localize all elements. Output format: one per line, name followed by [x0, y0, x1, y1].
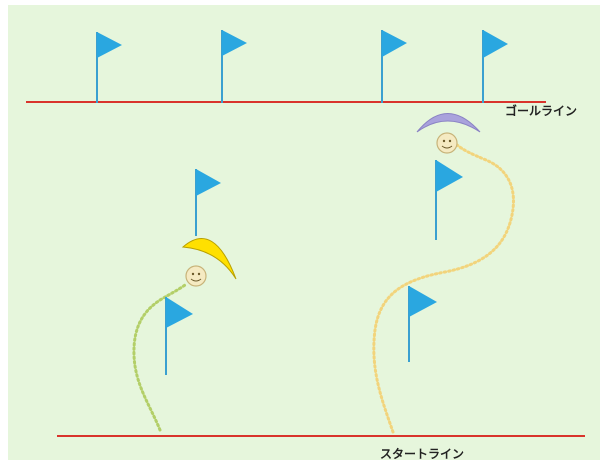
flag-icon: [221, 30, 247, 103]
smiley-face-icon: [436, 132, 458, 154]
flag-icon: [482, 30, 508, 103]
flag-icon: [96, 32, 122, 103]
background-panel: [8, 5, 600, 460]
crescent-arc-icon: [416, 113, 481, 133]
crescent-arc-icon: [181, 238, 237, 280]
runner-path-left: [132, 283, 187, 432]
flag-icon: [195, 169, 221, 236]
smiley-face-icon: [185, 265, 207, 287]
flag-icon: [165, 297, 193, 375]
flag-icon: [381, 30, 407, 103]
goal-line-label: ゴールライン: [505, 103, 577, 118]
runner-path-right: [372, 141, 515, 434]
flag-icon: [408, 286, 437, 362]
flag-icon: [435, 160, 463, 240]
start-line-label: スタートライン: [380, 447, 464, 461]
